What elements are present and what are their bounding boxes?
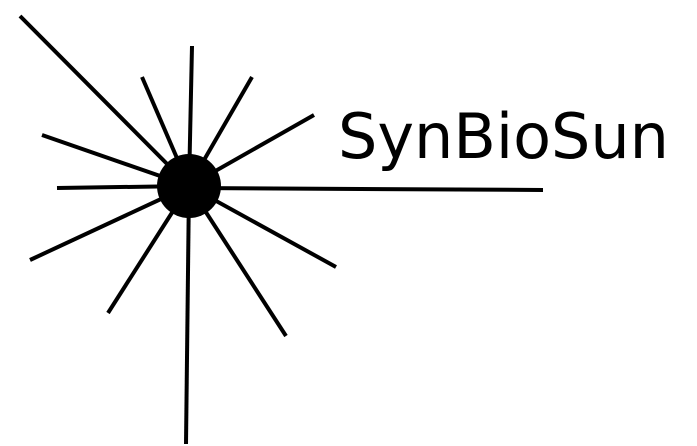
sun-core bbox=[157, 154, 221, 218]
ray-right-long bbox=[188, 186, 544, 192]
ray-far-up-left bbox=[18, 14, 191, 188]
brand-name: SynBioSun bbox=[338, 100, 669, 173]
ray-down bbox=[184, 185, 191, 445]
sun-rays bbox=[18, 14, 544, 445]
